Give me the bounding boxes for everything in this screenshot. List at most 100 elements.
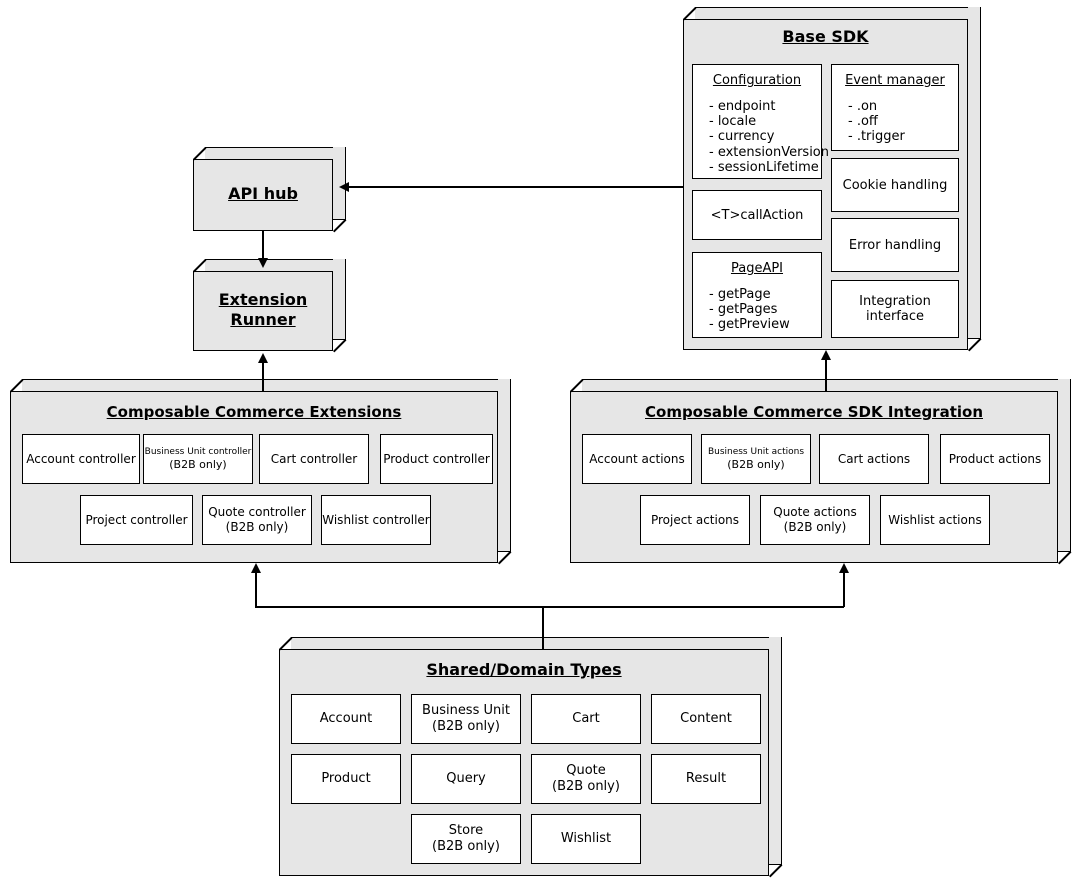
extensions-side-face (498, 379, 511, 552)
extensions-cell-label: Product controller (383, 451, 490, 466)
extensions-cell-label: Account controller (26, 451, 136, 466)
sdk-integration-cell-label: Quote actions (773, 505, 857, 519)
shared-types-cell: Query (411, 754, 521, 804)
arrowhead-api-hub-to-extension-runner (258, 258, 268, 268)
sdk-integration-cell: Project actions (640, 495, 750, 545)
extension-runner-line2: Runner (230, 310, 296, 329)
extensions-cell: Quote controller (B2B only) (202, 495, 312, 545)
page-api-list: - getPage - getPages - getPreview (709, 287, 821, 333)
sdk-integration-cell-label: Wishlist actions (888, 512, 982, 527)
extension-runner-title: Extension Runner (193, 290, 333, 330)
integration-interface-line2: interface (866, 309, 924, 324)
shared-types-cell-group: Business Unit (B2B only) (422, 703, 510, 736)
shared-types-cell-sub: (B2B only) (432, 719, 500, 734)
connector-api-hub-to-extension-runner (262, 231, 264, 261)
configuration-item: - locale (709, 113, 757, 129)
configuration-item: - currency (709, 129, 775, 145)
shared-types-cell-label: Wishlist (560, 830, 612, 846)
shared-types-cell-label: Content (680, 710, 732, 726)
shared-types-cell: Content (651, 694, 761, 744)
extensions-cell: Project controller (80, 495, 193, 545)
cookie-handling-panel: Cookie handling (831, 158, 959, 212)
extension-runner-bottom-right-edge (333, 338, 347, 353)
configuration-item: - endpoint (709, 98, 776, 114)
shared-types-cell: Product (291, 754, 401, 804)
api-hub-bottom-right-edge (333, 218, 347, 233)
shared-types-cell: Result (651, 754, 761, 804)
shared-types-cell-label: Account (319, 710, 373, 726)
extensions-bottom-right-edge (498, 550, 512, 565)
sdk-integration-cell-sub: (B2B only) (727, 457, 785, 471)
page-api-heading: PageAPI (730, 261, 784, 276)
extension-runner-front-face (193, 271, 333, 351)
page-api-item: - getPreview (709, 317, 790, 333)
event-manager-item: - .off (848, 113, 878, 129)
arrowhead-sdk-integration-to-base-sdk (821, 350, 831, 360)
extensions-cell: Business Unit controller (B2B only) (143, 434, 253, 484)
shared-types-container: Shared/Domain Types Account Business Uni… (279, 636, 783, 878)
connector-shared-types-stem (542, 606, 544, 649)
shared-types-cell-label: Query (446, 770, 486, 786)
arrowhead-bus-to-sdk-integration (839, 563, 849, 573)
configuration-item: - sessionLifetime (709, 159, 819, 175)
sdk-integration-cell: Product actions (940, 434, 1050, 484)
event-manager-heading: Event manager (845, 73, 945, 88)
configuration-list: - endpoint - locale - currency - extensi… (709, 98, 829, 176)
extensions-container: Composable Commerce Extensions Account c… (10, 378, 512, 565)
cookie-handling-label: Cookie handling (842, 177, 948, 193)
shared-types-cell: Business Unit (B2B only) (411, 694, 521, 744)
sdk-integration-cell-label: Product actions (948, 451, 1042, 466)
base-sdk-container: Base SDK Configuration - endpoint - loca… (683, 6, 982, 352)
shared-types-cell-label: Result (685, 770, 727, 786)
extensions-cell-group: Business Unit controller (B2B only) (145, 447, 252, 472)
extension-runner-side-face (333, 259, 346, 340)
connector-base-sdk-to-api-hub (348, 186, 683, 188)
shared-types-cell-sub: (B2B only) (552, 779, 620, 794)
shared-types-cell: Quote (B2B only) (531, 754, 641, 804)
shared-types-cell-label: Quote (566, 762, 606, 778)
page-api-item: - getPages (709, 301, 778, 317)
shared-types-title: Shared/Domain Types (426, 660, 622, 679)
api-hub-container: API hub (193, 146, 347, 233)
arrowhead-extensions-to-extension-runner (258, 353, 268, 363)
error-handling-label: Error handling (848, 237, 942, 253)
integration-interface-panel: Integration interface (831, 280, 959, 338)
sdk-integration-cell-group: Business Unit actions (B2B only) (708, 447, 804, 472)
shared-types-cell: Account (291, 694, 401, 744)
shared-types-cell-label: Product (321, 770, 371, 786)
sdk-integration-cell: Account actions (582, 434, 692, 484)
connector-bus-to-sdk-integration (843, 573, 845, 607)
shared-types-cell-label: Business Unit (422, 702, 510, 718)
extensions-cell: Account controller (22, 434, 140, 484)
extensions-cell-group: Quote controller (B2B only) (208, 505, 306, 535)
arrowhead-base-sdk-to-api-hub (339, 182, 349, 192)
arrowhead-bus-to-extensions (251, 563, 261, 573)
sdk-integration-bottom-right-edge (1058, 550, 1072, 565)
base-sdk-bottom-right-edge (968, 337, 982, 352)
sdk-integration-side-face (1058, 379, 1071, 552)
call-action-label: <T>callAction (710, 207, 804, 223)
sdk-integration-cell: Cart actions (819, 434, 929, 484)
extensions-cell-label: Cart controller (270, 451, 358, 466)
shared-types-side-face (769, 637, 782, 865)
shared-types-cell-sub: (B2B only) (432, 839, 500, 854)
sdk-integration-cell-label: Account actions (589, 451, 685, 466)
configuration-heading: Configuration (712, 73, 802, 88)
sdk-integration-cell: Quote actions (B2B only) (760, 495, 870, 545)
error-handling-panel: Error handling (831, 218, 959, 272)
shared-types-cell: Store (B2B only) (411, 814, 521, 864)
sdk-integration-cell-label: Project actions (650, 512, 740, 527)
configuration-panel: Configuration - endpoint - locale - curr… (692, 64, 829, 179)
event-manager-panel: Event manager - .on - .off - .trigger (831, 64, 959, 151)
shared-types-cell-group: Quote (B2B only) (552, 763, 620, 796)
integration-interface-line1: Integration (859, 294, 931, 309)
extensions-cell-label: Quote controller (208, 505, 306, 519)
sdk-integration-cell-group: Quote actions (B2B only) (773, 505, 856, 535)
extensions-cell: Product controller (380, 434, 493, 484)
sdk-integration-container: Composable Commerce SDK Integration Acco… (570, 378, 1072, 565)
sdk-integration-title: Composable Commerce SDK Integration (645, 403, 983, 421)
shared-types-cell-label: Cart (572, 710, 600, 726)
page-api-panel: PageAPI - getPage - getPages - getPrevie… (692, 252, 822, 338)
shared-types-cell: Cart (531, 694, 641, 744)
extensions-cell-label: Business Unit controller (144, 446, 252, 457)
